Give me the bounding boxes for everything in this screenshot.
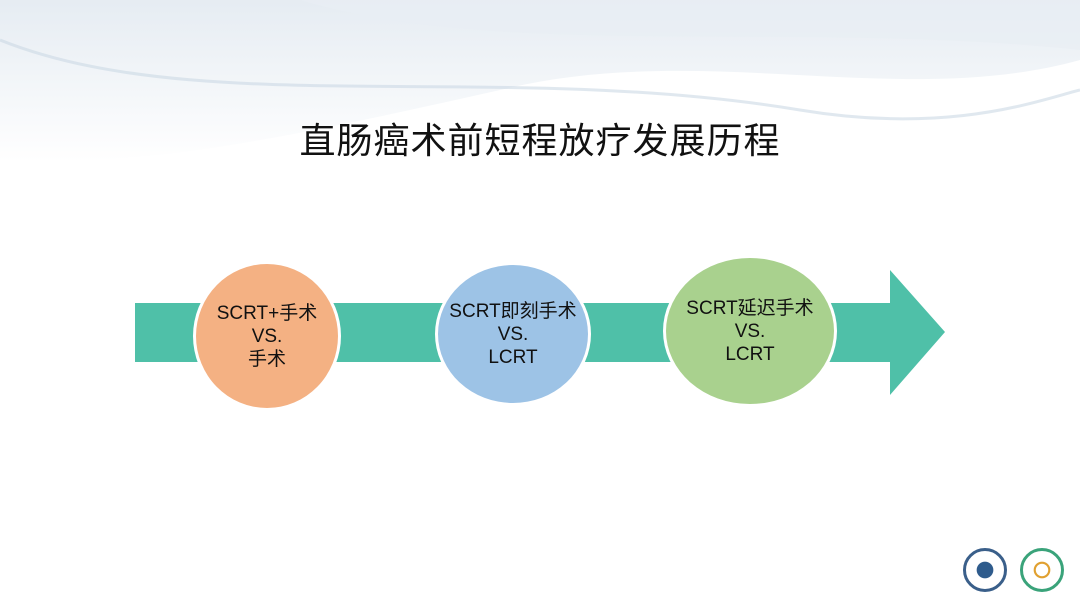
stage-1-line3: 手术 bbox=[247, 348, 286, 370]
hospital-seal-icon bbox=[1020, 548, 1064, 592]
stage-2-line2: VS. bbox=[497, 323, 529, 345]
stage-circle-3: SCRT延迟手术 VS. LCRT bbox=[663, 255, 837, 407]
stage-3-line3: LCRT bbox=[725, 343, 775, 365]
university-seal-icon bbox=[963, 548, 1007, 592]
stage-3-line1: SCRT延迟手术 bbox=[686, 297, 814, 319]
stage-circle-2: SCRT即刻手术 VS. LCRT bbox=[435, 262, 591, 406]
stage-2-line3: LCRT bbox=[488, 346, 538, 368]
stage-3-line2: VS. bbox=[734, 320, 766, 342]
stage-circle-1: SCRT+手术 VS. 手术 bbox=[193, 261, 341, 411]
stage-2-line1: SCRT即刻手术 bbox=[449, 300, 577, 322]
stage-1-line1: SCRT+手术 bbox=[216, 302, 318, 324]
stage-1-line2: VS. bbox=[251, 325, 283, 347]
slide-title: 直肠癌术前短程放疗发展历程 bbox=[299, 120, 781, 161]
